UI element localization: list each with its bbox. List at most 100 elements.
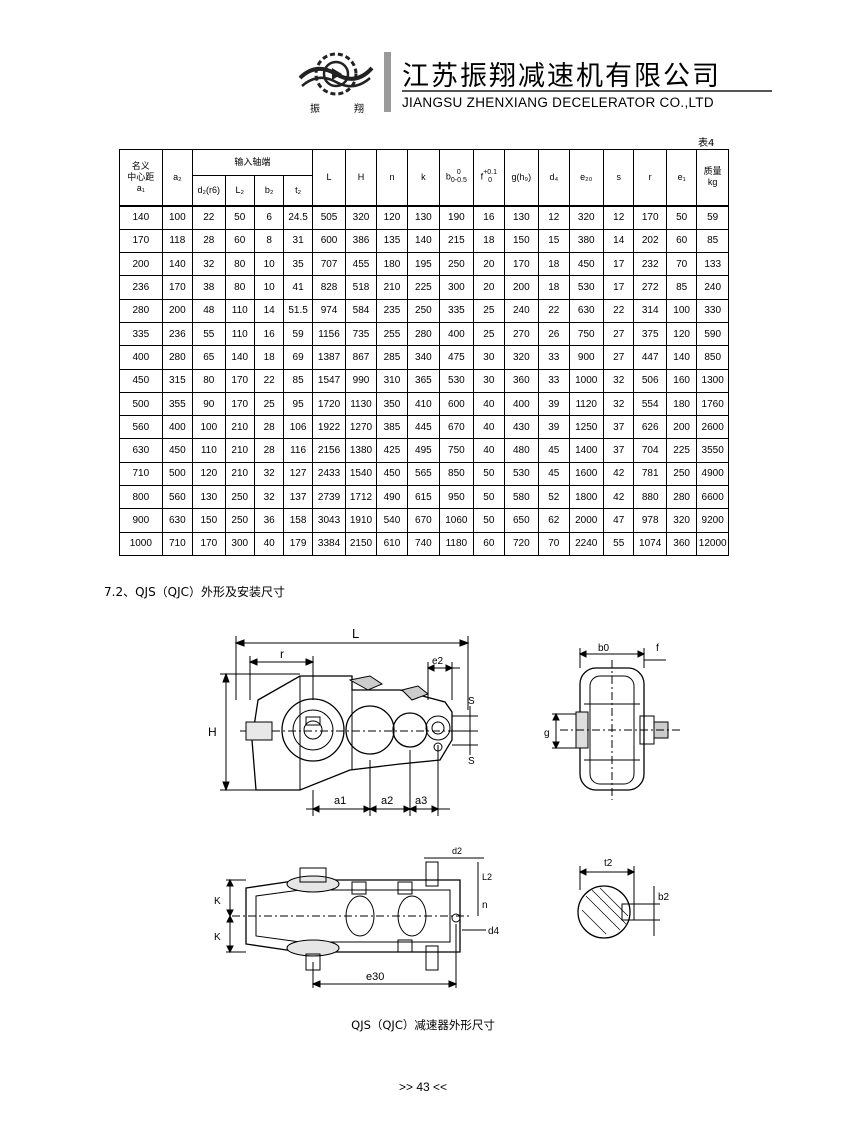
table-cell: 2156 <box>311 438 347 463</box>
table-cell: 750 <box>438 438 475 463</box>
table-cell: 250 <box>407 298 440 323</box>
top-view <box>226 857 486 988</box>
label-t2: t2 <box>604 858 613 869</box>
table-cell: 900 <box>568 345 604 370</box>
table-cell: 1600 <box>568 461 604 487</box>
table-cell: 116 <box>283 438 313 463</box>
table-cell: 410 <box>407 391 440 417</box>
table-cell: 170 <box>224 368 255 393</box>
side-view <box>552 648 680 800</box>
table-cell: 781 <box>633 461 667 487</box>
table-cell: 850 <box>696 345 729 370</box>
table-cell: 518 <box>345 275 377 300</box>
header-e1: e₁ <box>665 149 698 206</box>
table-cell: 50 <box>665 204 698 230</box>
table-cell: 179 <box>283 531 313 556</box>
table-cell: 16 <box>253 321 285 347</box>
table-cell: 355 <box>161 391 194 417</box>
table-cell: 27 <box>602 321 635 347</box>
table-cell: 950 <box>438 485 475 510</box>
table-cell: 48 <box>192 298 226 323</box>
table-cell: 60 <box>224 228 255 254</box>
label-b2: b2 <box>658 892 670 903</box>
table-cell: 16 <box>473 204 505 230</box>
table-cell: 360 <box>665 531 698 556</box>
table-cell: 560 <box>161 485 194 510</box>
label-a3: a3 <box>415 795 427 807</box>
table-cell: 610 <box>375 531 409 556</box>
table-cell: 445 <box>407 415 440 440</box>
logo-right-char: 翔 <box>354 104 364 115</box>
table-cell: 127 <box>283 461 313 487</box>
table-cell: 200 <box>119 252 163 277</box>
table-cell: 140 <box>161 252 194 277</box>
table-cell: 40 <box>253 531 285 556</box>
header-divider-bar <box>384 52 391 112</box>
table-cell: 133 <box>696 252 729 277</box>
table-cell: 130 <box>192 485 226 510</box>
table-cell: 65 <box>192 345 226 370</box>
table-cell: 45 <box>538 461 570 487</box>
table-cell: 18 <box>473 228 505 254</box>
table-cell: 210 <box>224 415 255 440</box>
table-cell: 400 <box>161 415 194 440</box>
table-cell: 2600 <box>696 415 729 440</box>
table-cell: 314 <box>633 298 667 323</box>
table-cell: 20 <box>473 252 505 277</box>
table-cell: 1156 <box>311 321 347 347</box>
company-name-cn: 江苏振翔减速机有限公司 <box>402 61 721 92</box>
table-cell: 85 <box>283 368 313 393</box>
table-cell: 30 <box>473 345 505 370</box>
label-d4: d4 <box>488 926 500 937</box>
table-cell: 137 <box>283 485 313 510</box>
table-cell: 670 <box>407 508 440 533</box>
label-L2: L2 <box>482 872 492 882</box>
table-cell: 240 <box>503 298 540 323</box>
table-cell: 50 <box>473 461 505 487</box>
drawing-caption: QJS（QJC）减速器外形尺寸 <box>351 1018 495 1032</box>
table-cell: 38 <box>192 275 226 300</box>
label-a1: a1 <box>334 795 346 807</box>
table-cell: 600 <box>311 228 347 254</box>
table-cell: 315 <box>161 368 194 393</box>
table-cell: 495 <box>407 438 440 463</box>
table-cell: 867 <box>345 345 377 370</box>
table-cell: 40 <box>473 438 505 463</box>
table-cell: 70 <box>538 531 570 556</box>
table-cell: 1130 <box>345 391 377 417</box>
table-cell: 120 <box>665 321 698 347</box>
table-cell: 300 <box>438 275 475 300</box>
label-K-top: K <box>214 896 221 907</box>
table-cell: 560 <box>119 415 163 440</box>
table-cell: 118 <box>161 228 194 254</box>
table-cell: 704 <box>633 438 667 463</box>
table-cell: 3550 <box>696 438 729 463</box>
table-cell: 31 <box>283 228 313 254</box>
label-S-top: S <box>468 696 475 707</box>
table-cell: 90 <box>192 391 226 417</box>
table-cell: 37 <box>602 415 635 440</box>
table-cell: 140 <box>407 228 440 254</box>
label-n: n <box>482 900 488 911</box>
table-cell: 280 <box>407 321 440 347</box>
table-cell: 15 <box>538 228 570 254</box>
table-cell: 55 <box>192 321 226 347</box>
header-L: L <box>311 149 347 206</box>
table-cell: 10 <box>253 252 285 277</box>
table-cell: 250 <box>224 485 255 510</box>
table-number: 表4 <box>698 138 715 149</box>
table-cell: 180 <box>665 391 698 417</box>
table-cell: 365 <box>407 368 440 393</box>
table-cell: 1074 <box>633 531 667 556</box>
header-center-distance: 名义 中心距 a₁ <box>119 149 163 206</box>
table-cell: 425 <box>375 438 409 463</box>
table-cell: 740 <box>407 531 440 556</box>
table-cell: 280 <box>119 298 163 323</box>
header-g: g(h₉) <box>503 149 540 206</box>
